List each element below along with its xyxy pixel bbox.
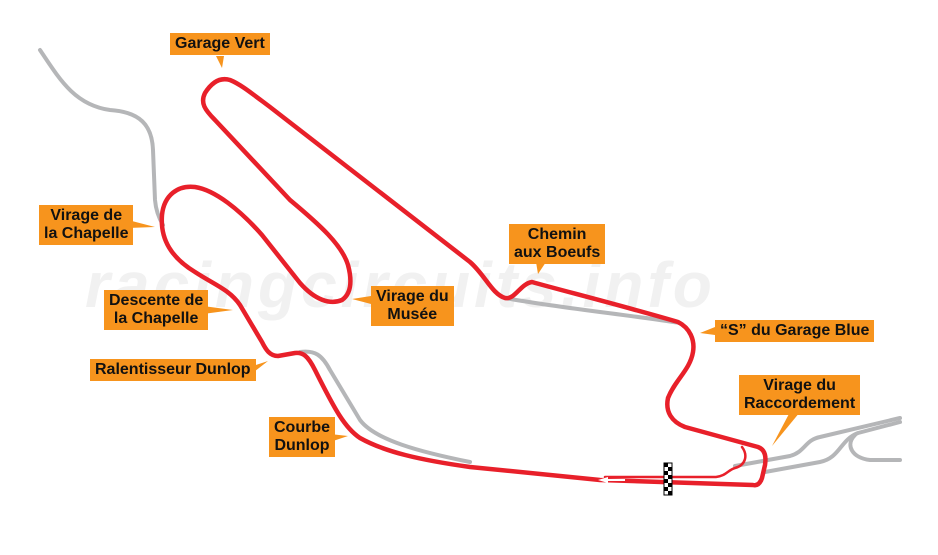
label-virage-de-la-chapelle: Virage de la Chapelle xyxy=(39,205,134,245)
old-road-east-1 xyxy=(733,416,902,468)
direction-arrow xyxy=(598,477,625,483)
old-road-east-3 xyxy=(848,433,902,462)
label-virage-du-raccordement: Virage du Raccordement xyxy=(739,375,861,415)
track-bypass xyxy=(603,445,747,479)
label-virage-du-musee: Virage du Musée xyxy=(371,286,454,326)
old-road-boeufs xyxy=(503,296,682,325)
label-courbe-dunlop: Courbe Dunlop xyxy=(269,417,335,457)
old-road-east-2 xyxy=(763,420,902,474)
label-s-du-garage-blue: “S” du Garage Blue xyxy=(715,320,875,342)
label-ralentisseur-dunlop: Ralentisseur Dunlop xyxy=(90,359,256,381)
label-garage-vert: Garage Vert xyxy=(170,33,270,55)
start-finish-flag xyxy=(663,462,673,496)
old-road-north xyxy=(38,48,165,227)
label-chemin-aux-boeufs: Chemin aux Boeufs xyxy=(509,224,606,264)
label-descente-de-la-chapelle: Descente de la Chapelle xyxy=(104,290,209,330)
label-pointers xyxy=(128,56,800,446)
track-line xyxy=(159,76,768,488)
old-road-dunlop xyxy=(298,349,472,464)
